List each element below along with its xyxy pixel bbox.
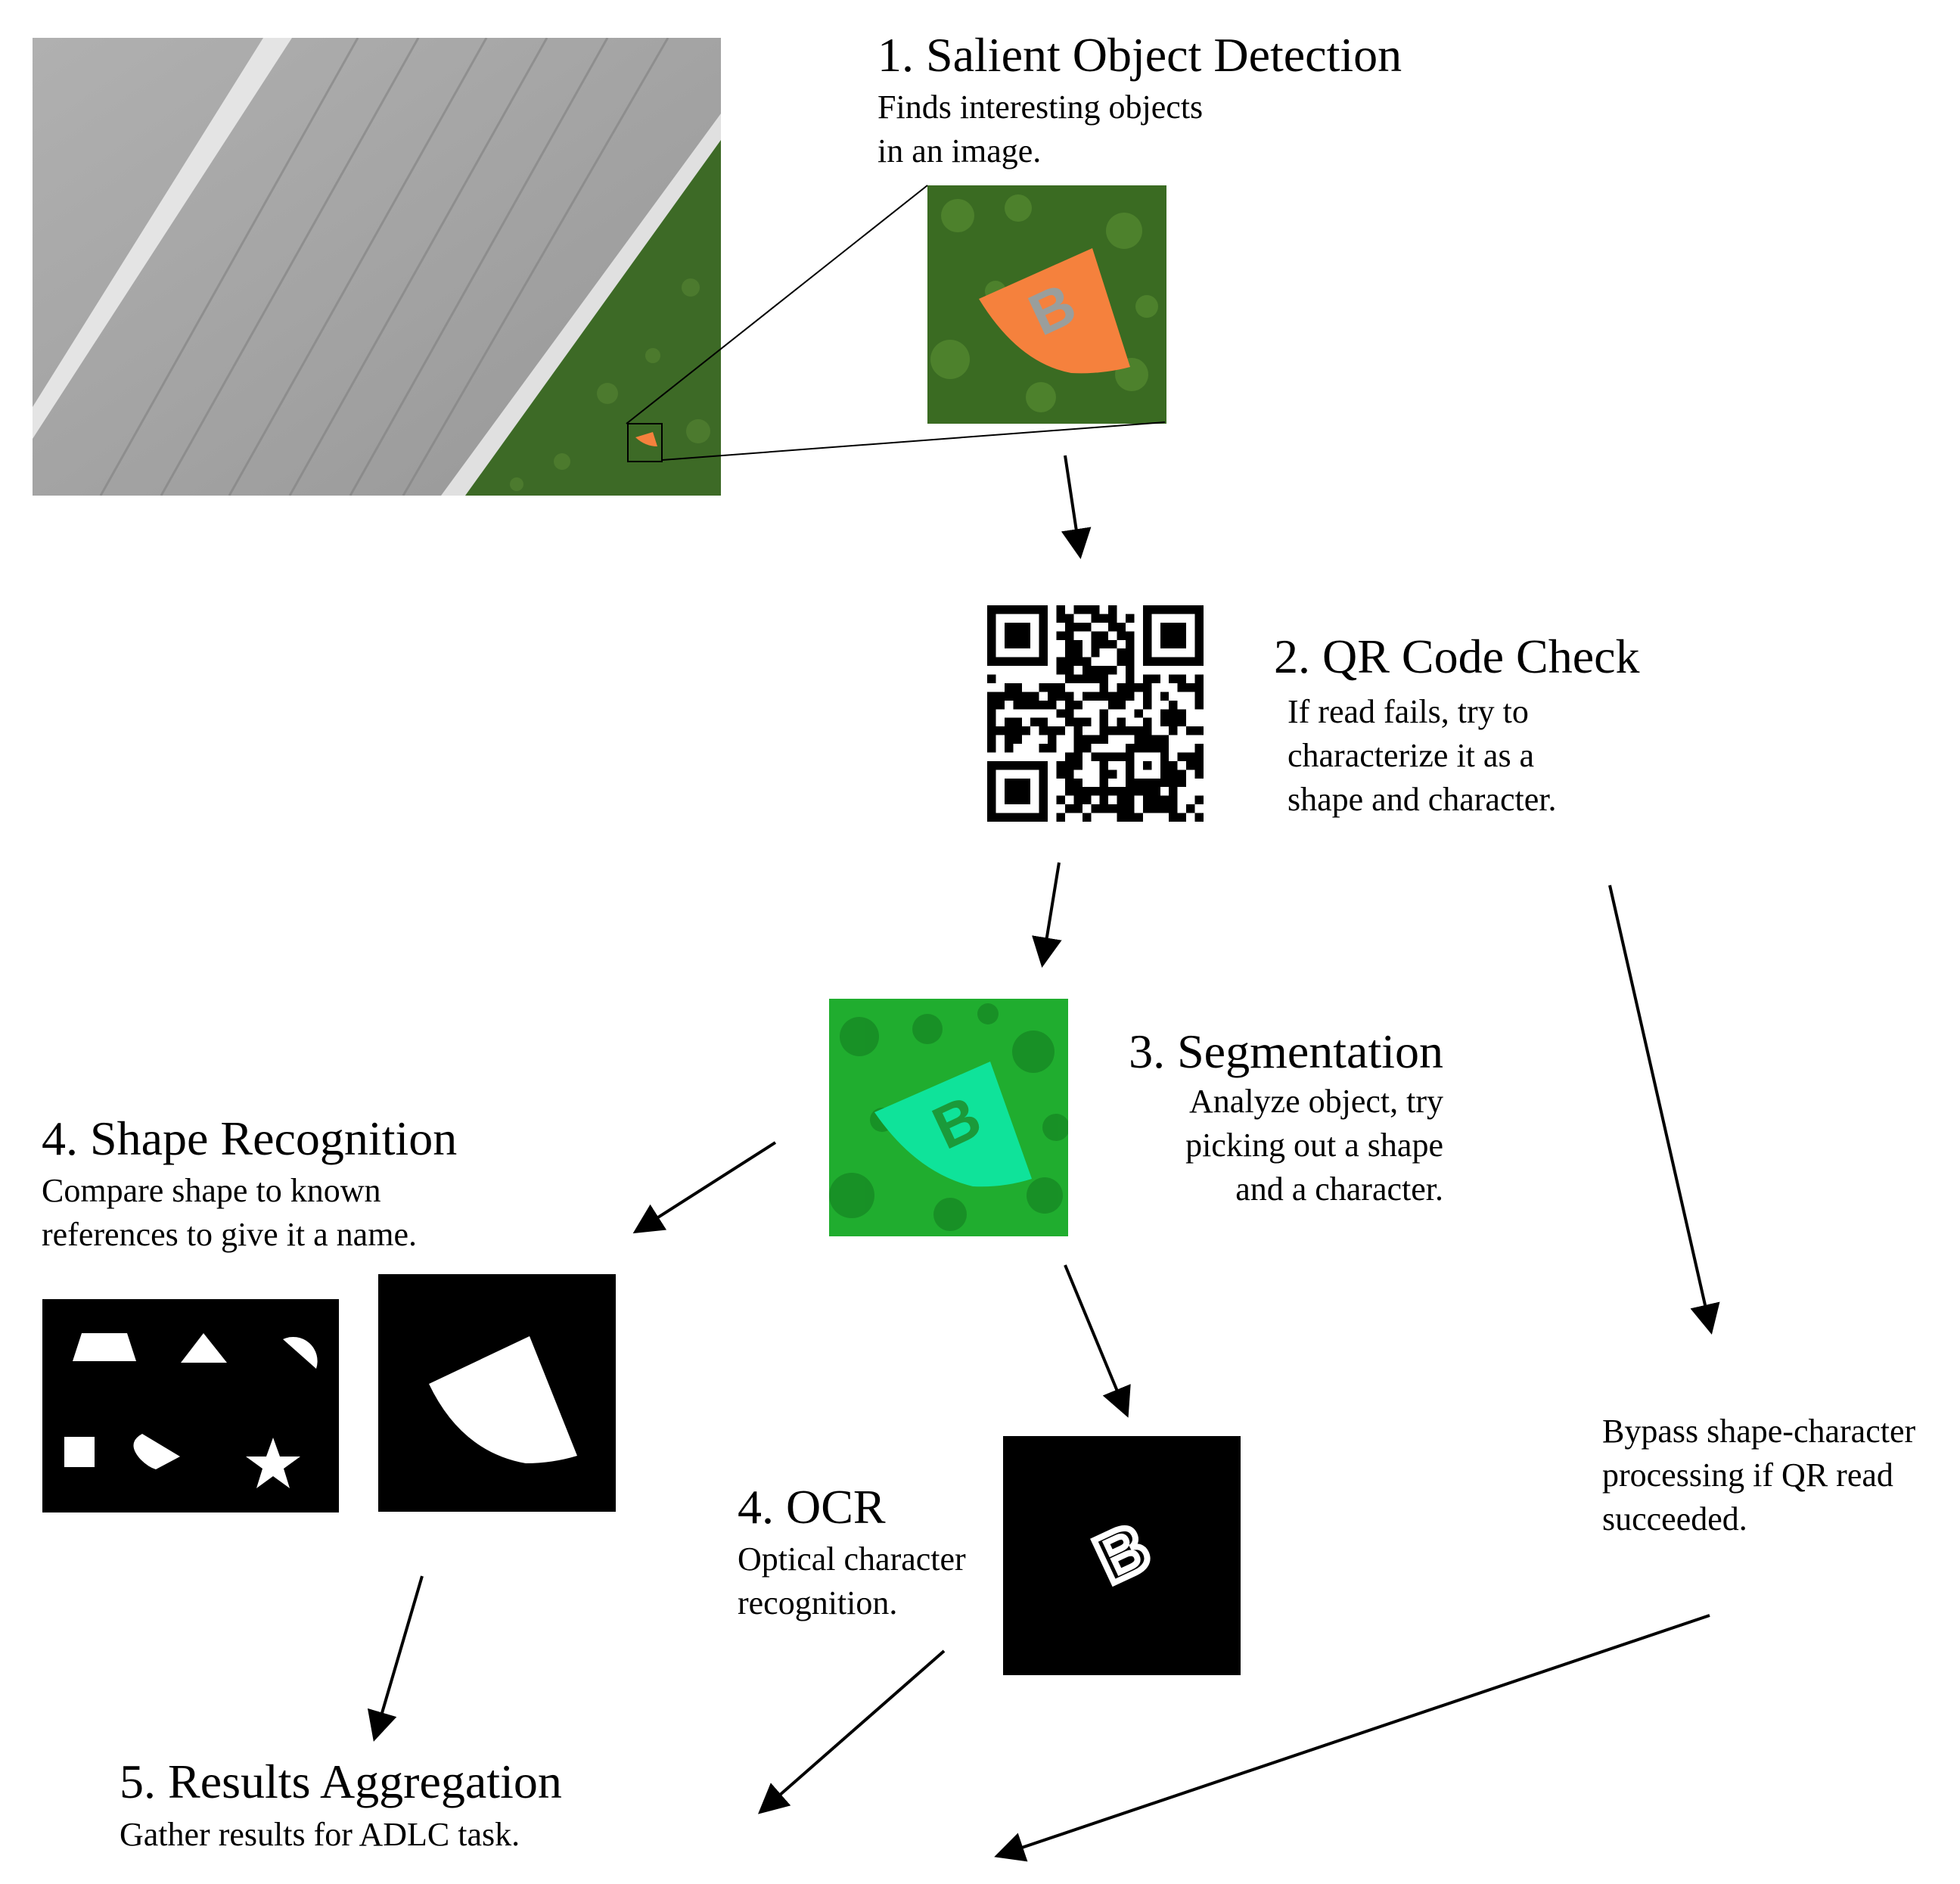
desc-line: If read fails, try to bbox=[1288, 693, 1529, 730]
semicircle-reference bbox=[283, 1336, 318, 1369]
quarter-circle-reference bbox=[133, 1434, 180, 1469]
desc-line: Analyze object, try bbox=[1189, 1083, 1443, 1120]
square-reference bbox=[64, 1437, 95, 1467]
ocr-title: 4. OCR bbox=[738, 1480, 886, 1534]
arrow-segmentation-to-ocr bbox=[1064, 1264, 1131, 1418]
segmentation-map: B bbox=[829, 999, 1068, 1236]
arrow-segmentation-to-shape bbox=[632, 1141, 777, 1234]
qr-check-title: 2. QR Code Check bbox=[1274, 630, 1640, 683]
ocr-desc: Optical character recognition. bbox=[738, 1537, 966, 1625]
desc-line: processing if QR read bbox=[1602, 1457, 1893, 1494]
desc-line: recognition. bbox=[738, 1584, 898, 1622]
qr-code-icon bbox=[987, 605, 1204, 822]
desc-line: Gather results for ADLC task. bbox=[120, 1816, 520, 1853]
qr-check-desc: If read fails, try to characterize it as… bbox=[1288, 690, 1556, 822]
shape-mask bbox=[378, 1274, 616, 1512]
trapezoid-reference bbox=[73, 1333, 136, 1361]
arrow-qr-to-segmentation bbox=[1032, 862, 1062, 968]
desc-line: and a character. bbox=[1235, 1171, 1443, 1208]
salient-detection-desc: Finds interesting objects in an image. bbox=[877, 85, 1203, 173]
arrow-ocr-to-results bbox=[757, 1649, 946, 1814]
desc-line: shape and character. bbox=[1288, 781, 1557, 819]
reference-shapes-panel bbox=[42, 1299, 339, 1512]
shape-recognition-title: 4. Shape Recognition bbox=[42, 1111, 458, 1165]
segmentation-title: 3. Segmentation bbox=[1129, 1024, 1443, 1078]
results-aggregation-title: 5. Results Aggregation bbox=[120, 1755, 562, 1808]
arrow-bypass-to-results bbox=[994, 1614, 1710, 1862]
target-crop-photo: B bbox=[927, 185, 1166, 424]
desc-line: Compare shape to known bbox=[42, 1172, 381, 1209]
desc-line: Finds interesting objects bbox=[877, 89, 1204, 126]
zoom-line-bottom bbox=[661, 421, 1166, 461]
desc-line: Optical character bbox=[738, 1540, 966, 1578]
segmentation-desc: Analyze object, try picking out a shape … bbox=[983, 1080, 1443, 1211]
results-aggregation-desc: Gather results for ADLC task. bbox=[120, 1813, 520, 1857]
desc-line: succeeded. bbox=[1602, 1500, 1747, 1538]
zoom-line-top bbox=[626, 185, 928, 424]
desc-line: in an image. bbox=[877, 132, 1042, 170]
arrow-detection-to-qr bbox=[1061, 455, 1092, 559]
salient-detection-title: 1. Salient Object Detection bbox=[877, 28, 1402, 82]
desc-line: characterize it as a bbox=[1288, 737, 1535, 775]
bypass-note: Bypass shape-character processing if QR … bbox=[1602, 1410, 1915, 1541]
triangle-reference bbox=[181, 1333, 227, 1363]
shape-recognition-desc: Compare shape to known references to giv… bbox=[42, 1169, 417, 1257]
aerial-runway-photo bbox=[33, 38, 721, 496]
desc-line: picking out a shape bbox=[1185, 1127, 1443, 1164]
desc-line: references to give it a name. bbox=[42, 1216, 417, 1254]
desc-line: Bypass shape-character bbox=[1602, 1413, 1916, 1450]
star-reference bbox=[246, 1438, 300, 1488]
character-mask: B bbox=[1003, 1436, 1241, 1675]
arrow-qr-bypass bbox=[1608, 884, 1720, 1335]
arrow-shape-to-results bbox=[367, 1575, 424, 1742]
